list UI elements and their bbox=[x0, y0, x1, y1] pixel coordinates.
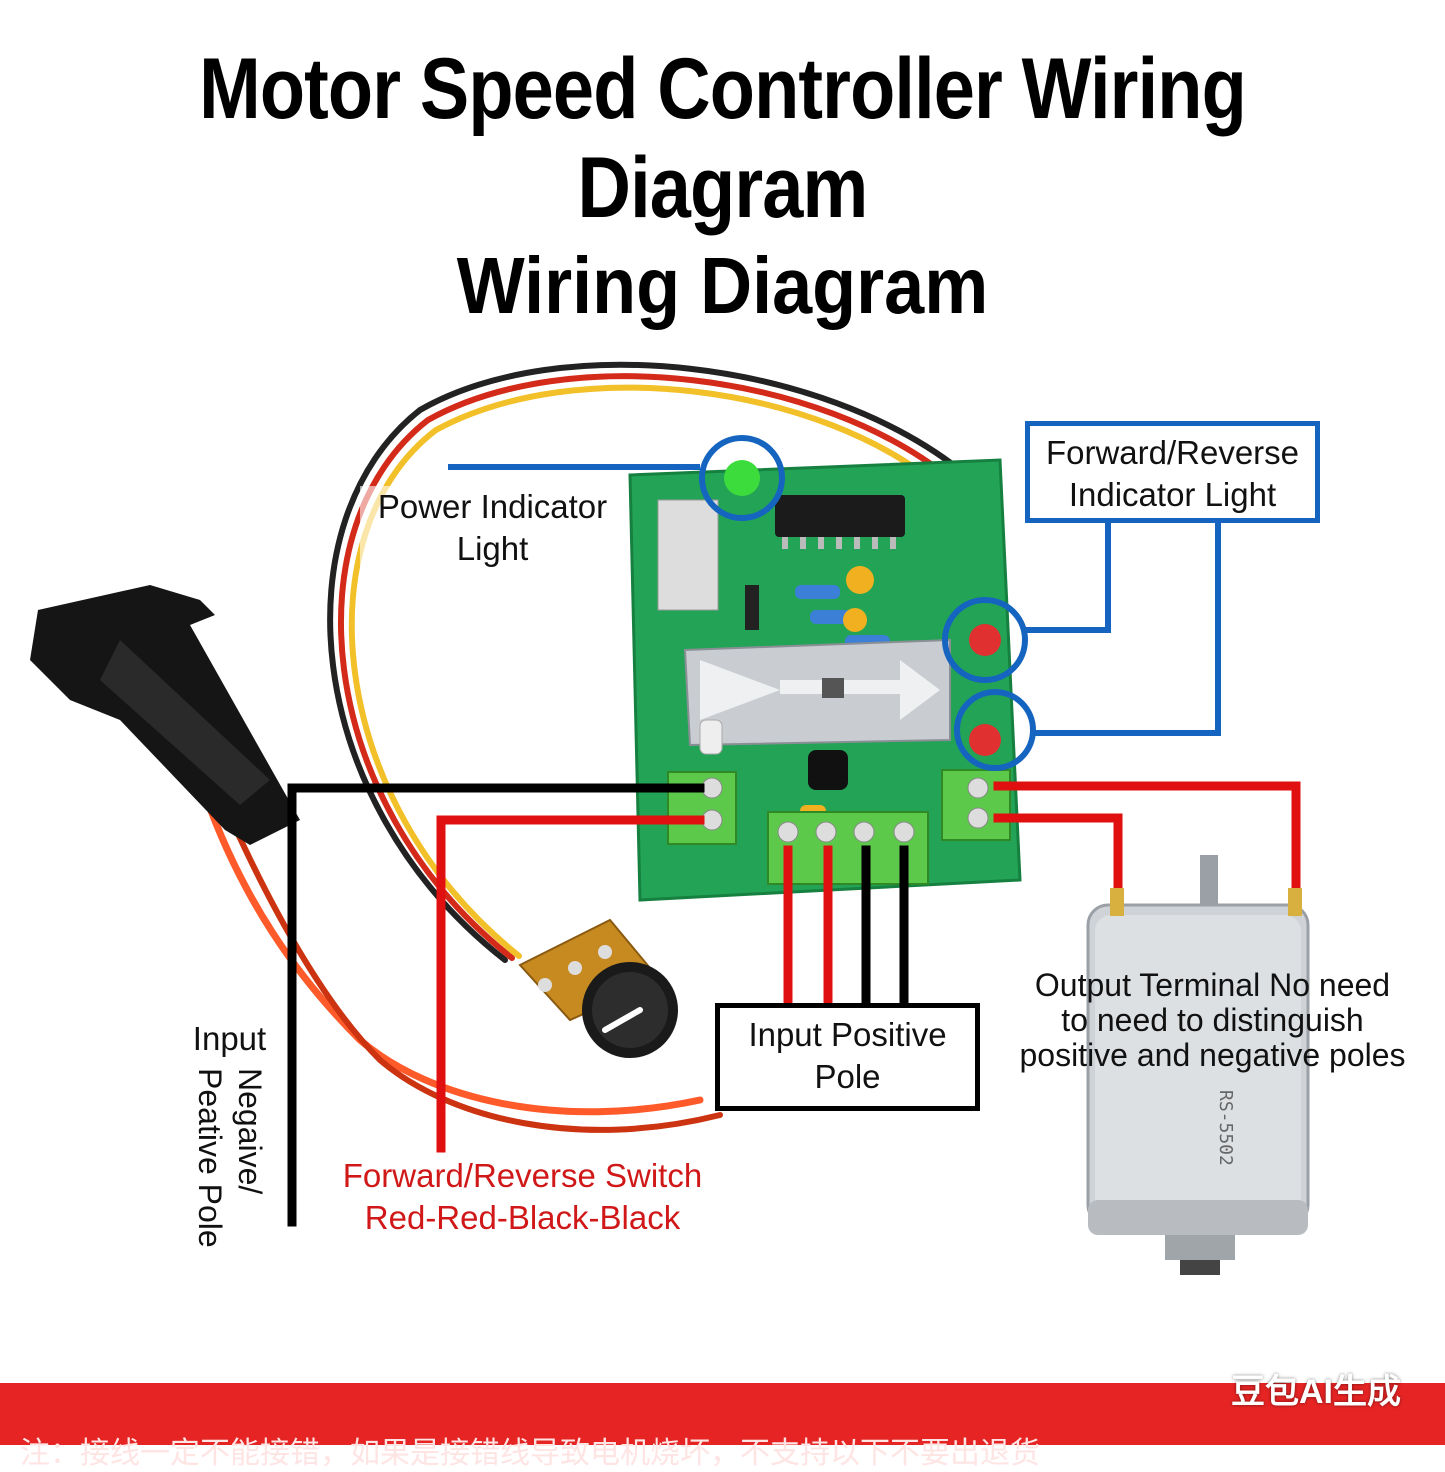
potentiometer bbox=[518, 918, 678, 1058]
power-indicator-label: Power Indicator Light bbox=[360, 486, 625, 570]
fr-indicator-callout-box: Forward/Reverse Indicator Light bbox=[1025, 421, 1320, 523]
diagram-subtitle: Wiring Diagram bbox=[456, 241, 989, 330]
input-label: Input bbox=[192, 1020, 267, 1057]
motor-terminals bbox=[1110, 888, 1302, 916]
fr-switch-label: Forward/Reverse Switch Red-Red-Black-Bla… bbox=[342, 1157, 703, 1236]
input-positive-box: Input Positive Pole bbox=[715, 1003, 980, 1111]
page-title: Motor Speed Controller Wiring Diagram bbox=[199, 41, 1247, 236]
switch-cable bbox=[196, 767, 723, 1133]
output-terminal-label: Output Terminal No need to need to disti… bbox=[1019, 967, 1406, 1073]
ai-watermark: 豆包AI生成 bbox=[1231, 1373, 1401, 1411]
rocker-switch bbox=[30, 585, 300, 845]
bottom-banner bbox=[0, 1383, 1445, 1445]
leds bbox=[724, 460, 1001, 756]
black-wires bbox=[287, 783, 909, 1227]
negative-positive-pole-label: Negaive/ Peative Pole bbox=[192, 1068, 268, 1248]
indicator-callouts bbox=[448, 435, 1221, 771]
svg-text:RS-5502: RS-5502 bbox=[1215, 1090, 1236, 1166]
motor: RS-5502 bbox=[1086, 855, 1310, 1275]
red-wires bbox=[436, 781, 1301, 1153]
wiring-note: 注：接线一定不能接错，如果是接错线导致电机烧坏，不支持以下不要出退货 bbox=[20, 1437, 1040, 1470]
